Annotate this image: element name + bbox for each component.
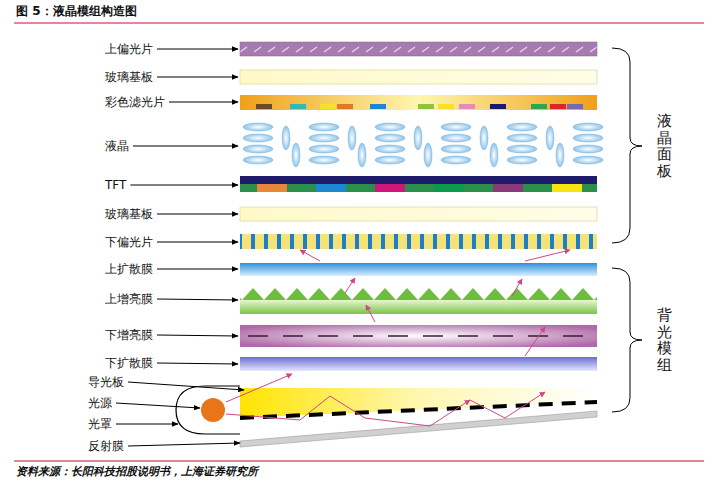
layer-label: 下偏光片 xyxy=(105,235,153,249)
layer-label: 光源 xyxy=(88,396,112,410)
layer-label: 上增亮膜 xyxy=(105,292,153,306)
layer-label: TFT xyxy=(105,178,126,192)
leader-arrow xyxy=(157,335,238,336)
layer-label: 彩色滤光片 xyxy=(105,95,165,109)
layer-label: 导光板 xyxy=(88,375,124,389)
layer-label: 光罩 xyxy=(88,417,112,431)
layer-label: 反射膜 xyxy=(88,439,124,453)
leader-arrow xyxy=(128,443,240,446)
group-label: 背光模组 xyxy=(657,307,672,373)
leader-arrow xyxy=(157,299,238,300)
leader-arrow xyxy=(133,146,238,147)
leader-arrow xyxy=(157,49,238,50)
leader-arrow xyxy=(130,185,238,186)
layer-label: 上偏光片 xyxy=(105,42,153,56)
layer-label: 下扩散膜 xyxy=(105,356,153,370)
layer-label: 玻璃基板 xyxy=(105,207,153,221)
group-label: 液晶面板 xyxy=(657,113,672,179)
source-caption: 资料来源：长阳科技招股说明书，上海证券研究所 xyxy=(16,465,258,478)
leader-arrow xyxy=(116,424,178,425)
leader-arrow xyxy=(157,214,238,215)
layer-label: 玻璃基板 xyxy=(105,70,153,84)
leader-arrow xyxy=(128,382,244,390)
layer-label: 上扩散膜 xyxy=(105,262,153,276)
figure-title: 图 5：液晶模组构造图 xyxy=(16,4,137,18)
leader-arrow xyxy=(169,102,238,103)
leader-arrow xyxy=(157,363,238,364)
leader-arrow xyxy=(157,269,238,270)
leader-arrow xyxy=(116,403,200,408)
leader-arrow xyxy=(157,242,238,243)
leader-arrow xyxy=(157,77,238,78)
layer-label: 下增亮膜 xyxy=(105,328,153,342)
layer-label: 液晶 xyxy=(105,139,129,153)
